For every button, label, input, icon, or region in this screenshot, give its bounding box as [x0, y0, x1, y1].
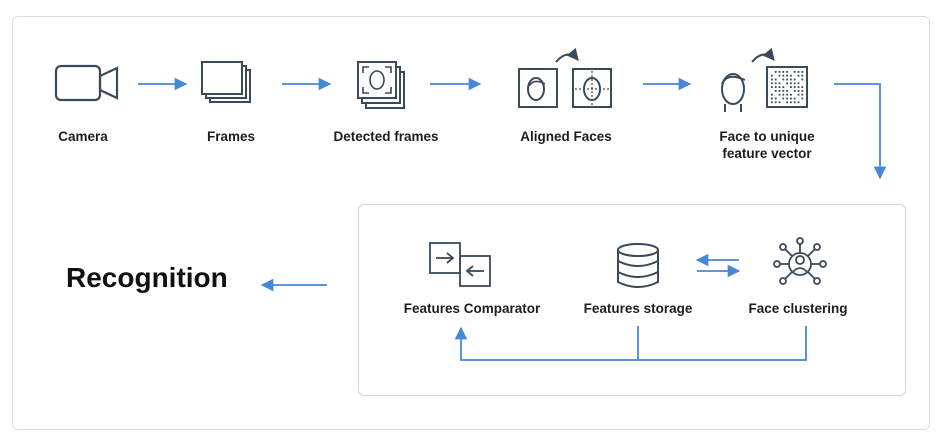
- features-comparator-label: Features Comparator: [403, 301, 541, 316]
- vector-dot: [774, 101, 777, 104]
- vector-dot: [793, 71, 796, 73]
- vector-dot: [797, 71, 800, 73]
- vector-dot: [771, 101, 773, 104]
- vector-dot: [786, 71, 788, 73]
- pipeline-arrows: [138, 77, 887, 361]
- vector-dot: [778, 93, 781, 96]
- vector-dot: [786, 78, 788, 81]
- vector-dot: [786, 74, 788, 77]
- vector-dot: [793, 90, 796, 92]
- vector-dot: [797, 82, 800, 85]
- vector-dot: [793, 86, 796, 88]
- vector-dot: [790, 78, 792, 81]
- vector-dot: [801, 90, 804, 92]
- database-icon: [617, 243, 659, 288]
- vector-dot: [774, 78, 777, 81]
- vector-dot: [778, 101, 781, 104]
- aligned-faces-label: Aligned Faces: [520, 129, 612, 144]
- vector-dot: [797, 90, 800, 92]
- vector-dot: [782, 78, 785, 81]
- features-comparator-icon: [429, 242, 491, 287]
- feature-vector-dots: [771, 71, 804, 104]
- vector-dot: [793, 82, 796, 85]
- vector-dot: [790, 82, 792, 85]
- vector-dot: [801, 71, 804, 73]
- vector-dot: [786, 97, 788, 100]
- vector-dot: [801, 74, 804, 77]
- vector-dot: [786, 82, 788, 85]
- vector-dot: [793, 78, 796, 81]
- vector-dot: [782, 71, 785, 73]
- vector-dot: [790, 97, 792, 100]
- vector-dot: [797, 86, 800, 88]
- vector-dot: [793, 101, 796, 104]
- detected-frames-label: Detected frames: [333, 129, 439, 144]
- diagram-frame: [12, 16, 930, 430]
- recognition-panel: [358, 204, 906, 396]
- vector-dot: [771, 86, 773, 88]
- features-storage-label: Features storage: [583, 301, 693, 316]
- vector-dot: [778, 82, 781, 85]
- vector-dot: [801, 97, 804, 100]
- vector-dot: [778, 74, 781, 77]
- vector-dot: [778, 86, 781, 88]
- vector-dot: [771, 82, 773, 85]
- detected-frames-icon: [357, 61, 405, 109]
- vector-dot: [786, 93, 788, 96]
- vector-dot: [782, 86, 785, 88]
- vector-dot: [801, 93, 804, 96]
- vector-dot: [790, 74, 792, 77]
- vector-dot: [797, 74, 800, 77]
- vector-dot: [774, 82, 777, 85]
- vector-dot: [771, 97, 773, 100]
- camera-label: Camera: [58, 129, 108, 144]
- feature-vector-label-line2: feature vector: [722, 146, 812, 161]
- feature-vector-label-line1: Face to unique: [719, 129, 815, 144]
- recognition-title: Recognition: [66, 262, 228, 293]
- vector-dot: [782, 90, 785, 92]
- vector-dot: [782, 93, 785, 96]
- vector-dot: [778, 90, 781, 92]
- aligned-faces-icon: [518, 47, 612, 108]
- vector-dot: [790, 101, 792, 104]
- vector-dot: [782, 74, 785, 77]
- face-clustering-icon: [773, 237, 827, 285]
- vector-dot: [774, 97, 777, 100]
- vector-dot: [786, 101, 788, 104]
- vector-dot: [793, 97, 796, 100]
- vector-dot: [771, 74, 773, 77]
- vector-dot: [797, 101, 800, 104]
- vector-dot: [771, 78, 773, 81]
- face-clustering-label: Face clustering: [748, 301, 848, 316]
- vector-dot: [782, 97, 785, 100]
- vector-dot: [801, 86, 804, 88]
- vector-dot: [790, 93, 792, 96]
- vector-dot: [774, 71, 777, 73]
- face-to-vector-icon: [721, 47, 808, 112]
- vector-dot: [797, 93, 800, 96]
- vector-dot: [774, 86, 777, 88]
- vector-dot: [790, 86, 792, 88]
- frames-icon: [201, 61, 251, 103]
- vector-dot: [786, 90, 788, 92]
- vector-dot: [778, 71, 781, 73]
- vector-dot: [774, 90, 777, 92]
- vector-dot: [771, 93, 773, 96]
- camera-icon: [54, 64, 119, 102]
- vector-dot: [801, 78, 804, 81]
- frames-label: Frames: [206, 129, 256, 144]
